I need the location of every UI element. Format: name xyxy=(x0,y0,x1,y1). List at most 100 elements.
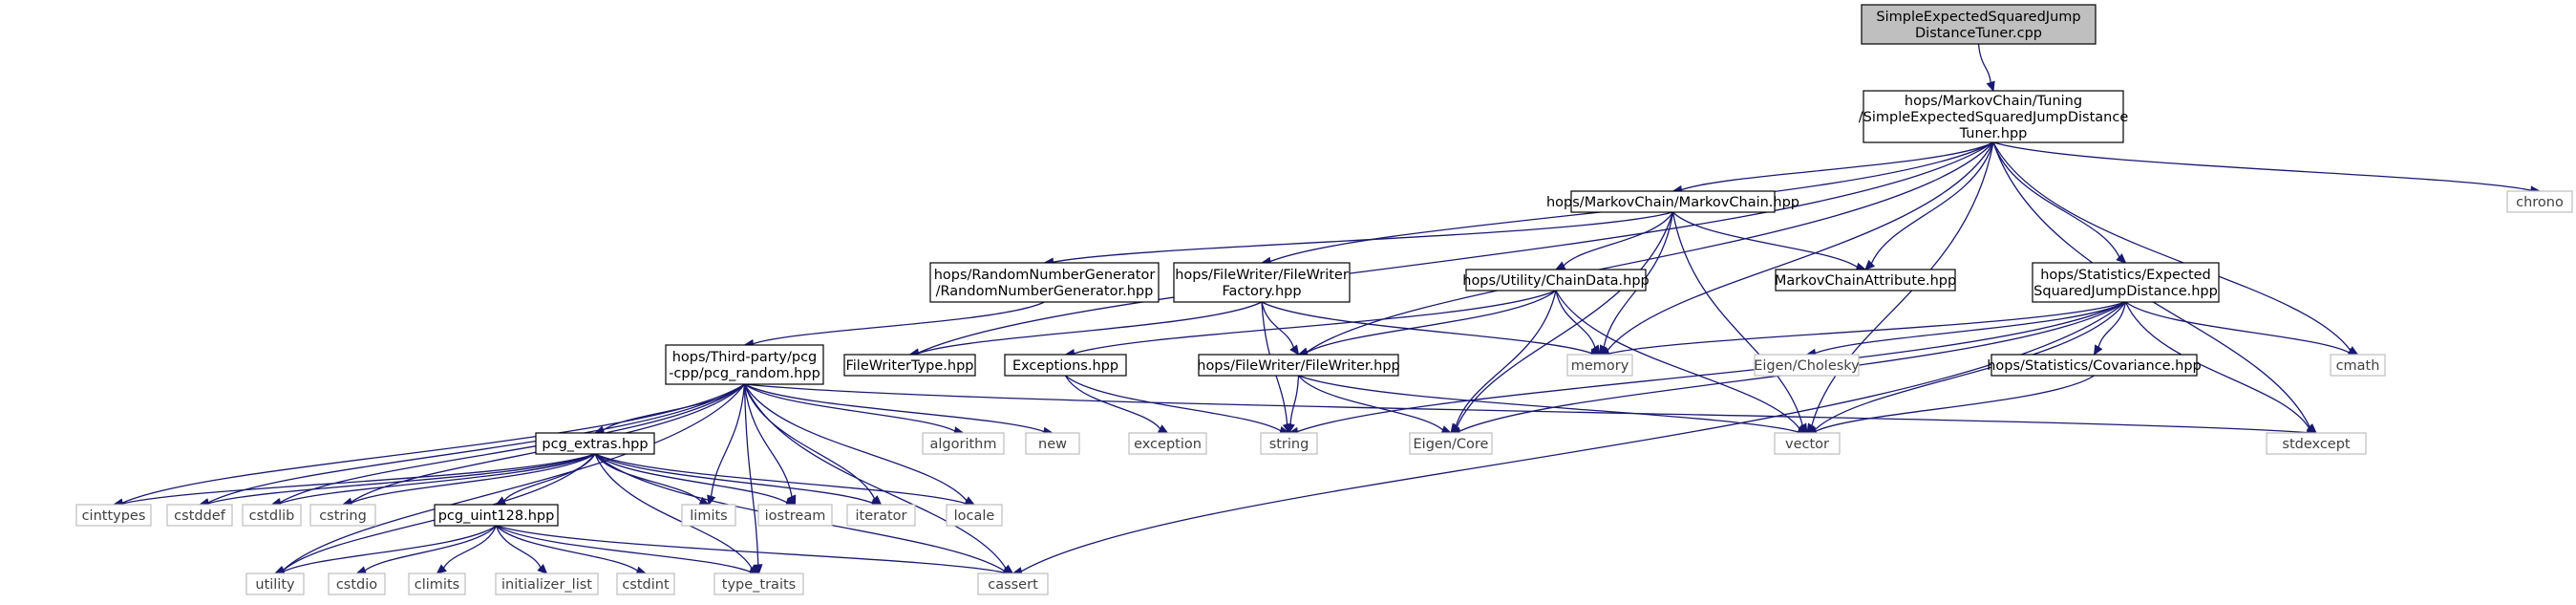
node-label-rng: /RandomNumberGenerator.hpp xyxy=(936,284,1154,299)
edge-filewriter-to-vector xyxy=(1298,375,1799,433)
edge-filewriter-to-string xyxy=(1289,375,1300,425)
node-mcattr[interactable]: MarkovChainAttribute.hpp xyxy=(1775,269,1956,292)
edge-pcguint128-to-cstdint xyxy=(496,525,638,572)
arrowhead-pcguint128-to-initializer_list xyxy=(537,564,548,574)
arrowhead-pcguint128-to-climits xyxy=(436,564,447,574)
node-box-cmath xyxy=(2330,354,2386,377)
edge-esjd-to-memory xyxy=(1607,301,2126,355)
edge-fwfactory-to-filewriter xyxy=(1261,301,1294,348)
node-label-utility: utility xyxy=(255,577,295,593)
edge-tuner-to-mcattr xyxy=(1870,141,1994,264)
arrowhead-markovchain-to-memory xyxy=(1599,344,1608,357)
node-box-pcgrandom[interactable] xyxy=(665,344,824,385)
node-box-eigencore xyxy=(1409,432,1493,455)
node-esjd[interactable]: hops/Statistics/ExpectedSquaredJumpDista… xyxy=(2032,262,2220,303)
node-label-esjd: SquaredJumpDistance.hpp xyxy=(2033,284,2218,299)
node-box-utility xyxy=(245,573,305,595)
node-box-pcgextras[interactable] xyxy=(535,432,655,455)
node-box-fwfactory[interactable] xyxy=(1173,262,1351,303)
node-box-esjd[interactable] xyxy=(2032,262,2220,303)
node-cstring: cstring xyxy=(309,504,376,527)
node-box-new xyxy=(1025,432,1080,455)
edge-markovchain-to-mcattr xyxy=(1672,211,1858,268)
node-box-filewriter[interactable] xyxy=(1198,354,1399,377)
node-label-tuner: /SimpleExpectedSquaredJumpDistance xyxy=(1859,110,2129,125)
edge-pcgextras-to-type_traits xyxy=(594,453,753,570)
node-pcgrandom[interactable]: hops/Third-party/pcg-cpp/pcg_random.hpp xyxy=(665,344,824,385)
node-box-pcguint128[interactable] xyxy=(434,504,559,527)
node-box-exceptions[interactable] xyxy=(1004,354,1127,377)
node-label-cstring: cstring xyxy=(319,508,367,524)
node-box-markovchain[interactable] xyxy=(1570,190,1776,213)
node-eigencore: Eigen/Core xyxy=(1409,432,1493,455)
node-cstdlib: cstdlib xyxy=(242,504,302,527)
node-label-memory: memory xyxy=(1571,358,1629,374)
node-box-cstring xyxy=(309,504,376,527)
node-box-tuner[interactable] xyxy=(1863,90,2124,143)
edge-pcgrandom-to-iterator xyxy=(743,383,876,500)
node-cstdint: cstdint xyxy=(616,573,675,595)
node-box-climits xyxy=(408,573,466,595)
node-box-cstdio xyxy=(328,573,386,595)
node-utility: utility xyxy=(245,573,305,595)
edge-pcguint128-to-type_traits xyxy=(496,525,751,573)
node-pcgextras[interactable]: pcg_extras.hpp xyxy=(535,432,655,455)
node-vector: vector xyxy=(1774,432,1841,455)
node-box-chaindata[interactable] xyxy=(1465,269,1647,292)
edge-chaindata-to-filewriter xyxy=(1306,290,1557,354)
nodes-layer: SimpleExpectedSquaredJumpDistanceTuner.c… xyxy=(75,4,2573,595)
node-cinttypes: cinttypes xyxy=(75,504,152,527)
node-tuner[interactable]: hops/MarkovChain/Tuning/SimpleExpectedSq… xyxy=(1859,90,2129,143)
node-initializer_list: initializer_list xyxy=(495,573,599,595)
edge-tuner-to-chrono xyxy=(1992,141,2532,191)
edge-tuner-to-fwtype xyxy=(918,141,1994,354)
edge-pcgrandom-to-algorithm xyxy=(744,383,956,432)
node-label-limits: limits xyxy=(690,508,727,524)
node-label-fwfactory: Factory.hpp xyxy=(1222,284,1301,299)
node-label-cinttypes: cinttypes xyxy=(82,508,146,524)
edge-filewriter-to-eigencore xyxy=(1297,375,1444,431)
node-chaindata[interactable]: hops/Utility/ChainData.hpp xyxy=(1462,269,1650,292)
node-covariance[interactable]: hops/Statistics/Covariance.hpp xyxy=(1987,354,2202,377)
arrowhead-root-to-tuner xyxy=(1986,80,1995,93)
node-cmath: cmath xyxy=(2330,354,2386,377)
node-label-mcattr: MarkovChainAttribute.hpp xyxy=(1775,273,1956,289)
node-label-fwfactory: hops/FileWriter/FileWriter xyxy=(1175,268,1349,283)
node-filewriter[interactable]: hops/FileWriter/FileWriter.hpp xyxy=(1197,354,1400,377)
edge-tuner-to-memory xyxy=(1607,141,1994,352)
node-markovchain[interactable]: hops/MarkovChain/MarkovChain.hpp xyxy=(1546,190,1799,213)
arrowhead-markovchain-to-chaindata xyxy=(1554,261,1566,270)
edge-pcgrandom-to-iostream xyxy=(743,383,793,497)
node-box-rng[interactable] xyxy=(929,262,1160,303)
node-root[interactable]: SimpleExpectedSquaredJumpDistanceTuner.c… xyxy=(1861,4,2097,45)
edge-markovchain-to-rng xyxy=(1053,211,1673,263)
node-label-pcguint128: pcg_uint128.hpp xyxy=(438,508,555,524)
node-box-memory xyxy=(1566,354,1633,377)
node-label-locale: locale xyxy=(954,508,995,524)
edge-pcguint128-to-cassert xyxy=(496,525,1005,573)
edge-markovchain-to-chaindata xyxy=(1563,211,1674,267)
node-rng[interactable]: hops/RandomNumberGenerator/RandomNumberG… xyxy=(929,262,1160,303)
node-label-tuner: Tuner.hpp xyxy=(1959,126,2028,141)
node-exception: exception xyxy=(1128,432,1207,455)
node-label-root: SimpleExpectedSquaredJump xyxy=(1876,10,2080,25)
edge-fwfactory-to-memory xyxy=(1261,301,1592,355)
edge-pcgextras-to-cstddef xyxy=(207,453,596,505)
node-label-exceptions: Exceptions.hpp xyxy=(1012,358,1118,374)
node-fwtype[interactable]: FileWriterType.hpp xyxy=(843,354,976,377)
node-pcguint128[interactable]: pcg_uint128.hpp xyxy=(434,504,559,527)
edge-chaindata-to-memory xyxy=(1555,290,1596,348)
edge-pcguint128-to-utility xyxy=(283,525,497,573)
edges-layer xyxy=(112,43,2542,577)
node-label-type_traits: type_traits xyxy=(722,577,796,593)
node-box-root[interactable] xyxy=(1861,4,2097,45)
node-exceptions[interactable]: Exceptions.hpp xyxy=(1004,354,1127,377)
edge-pcguint128-to-cstdio xyxy=(364,525,497,572)
arrowhead-esjd-to-covariance xyxy=(2093,344,2103,357)
node-box-mcattr[interactable] xyxy=(1775,269,1956,292)
node-box-fwtype[interactable] xyxy=(843,354,976,377)
node-box-covariance[interactable] xyxy=(1991,354,2198,377)
node-new: new xyxy=(1025,432,1080,455)
arrowhead-filewriter-to-string xyxy=(1286,422,1295,435)
